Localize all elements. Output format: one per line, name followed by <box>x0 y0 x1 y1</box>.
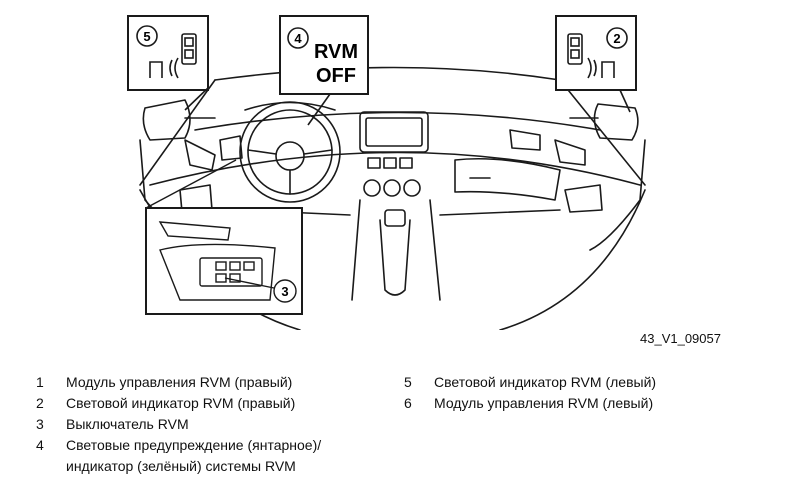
legend-item: 4 Световые предупреждение (янтарное)/ ин… <box>36 435 396 477</box>
legend-number: 6 <box>404 395 412 411</box>
legend-text: Световой индикатор RVM (правый) <box>66 395 296 411</box>
legend-item: 2 Световой индикатор RVM (правый) <box>36 393 396 414</box>
legend-text-line: Световые предупреждение (янтарное)/ <box>66 437 322 453</box>
callout-box-2 <box>555 15 637 91</box>
legend-text: Световой индикатор RVM (левый) <box>434 374 657 390</box>
off-label: OFF <box>316 65 356 87</box>
legend-right: 5 Световой индикатор RVM (левый) 6 Модул… <box>404 372 764 414</box>
legend-text: Выключатель RVM <box>66 416 189 432</box>
legend-text: Световые предупреждение (янтарное)/ инди… <box>66 435 396 477</box>
legend-number: 3 <box>36 416 44 432</box>
callout-3-label: 3 <box>281 284 288 299</box>
legend-item: 1 Модуль управления RVM (правый) <box>36 372 396 393</box>
center-screen <box>359 111 429 153</box>
legend-number: 4 <box>36 437 44 453</box>
left-mirror <box>142 99 191 141</box>
rvm-label: RVM <box>314 41 358 63</box>
callout-2-label: 2 <box>613 31 620 46</box>
windshield-frame <box>214 66 561 81</box>
legend-number: 5 <box>404 374 412 390</box>
legend-text: Модуль управления RVM (правый) <box>66 374 293 390</box>
callout-4-label: 4 <box>294 31 302 46</box>
dashboard-diagram: 5 4 RVM OFF 2 3 <box>127 15 646 330</box>
windshield-pillar-left <box>139 79 216 186</box>
legend-item: 6 Модуль управления RVM (левый) <box>404 393 764 414</box>
legend-number: 1 <box>36 374 44 390</box>
legend-number: 2 <box>36 395 44 411</box>
legend-item: 3 Выключатель RVM <box>36 414 396 435</box>
legend-text: Модуль управления RVM (левый) <box>434 395 654 411</box>
legend-left: 1 Модуль управления RVM (правый) 2 Свето… <box>36 372 396 477</box>
windshield-pillar-right <box>559 79 646 186</box>
right-mirror <box>593 103 639 141</box>
callout-5-label: 5 <box>143 29 150 44</box>
legend-item: 5 Световой индикатор RVM (левый) <box>404 372 764 393</box>
legend-text-line: индикатор (зелёный) системы RVM <box>66 458 296 474</box>
image-code: 43_V1_09057 <box>640 331 721 346</box>
